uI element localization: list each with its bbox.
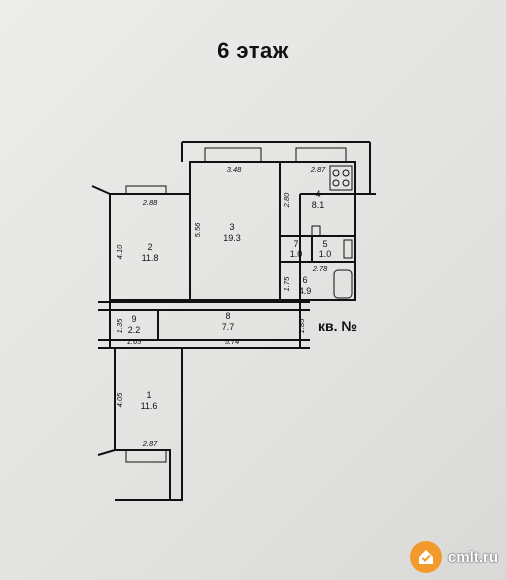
- dim-room4-width: 2.87: [310, 165, 326, 174]
- watermark: cmlt.ru: [409, 540, 498, 574]
- wall-stub-left-top: [91, 185, 111, 195]
- stove-burner-icon: [342, 169, 350, 177]
- room-2-area: 11.8: [142, 253, 159, 263]
- wall-top: [110, 161, 376, 195]
- wall-outline-upper: [109, 194, 301, 301]
- dim-room9-length: 1.35: [115, 318, 124, 333]
- room-9-number: 9: [131, 314, 136, 324]
- dim-room2-length: 4.10: [115, 244, 124, 259]
- room-5-number: 5: [322, 239, 327, 249]
- stove-icon: [329, 165, 353, 191]
- room-3-number: 3: [229, 222, 234, 232]
- window-room-4: [295, 147, 347, 163]
- room-4-area: 8.1: [312, 200, 325, 210]
- room-7-number: 7: [293, 239, 298, 249]
- window-room-3: [204, 147, 262, 163]
- room-7-area: 1.0: [290, 249, 303, 259]
- toilet-icon: [343, 239, 353, 259]
- wall-stub-left-bottom: [97, 449, 116, 456]
- floor-title: 6 этаж: [217, 38, 289, 63]
- room-labels: 2 11.8 3 19.3 4 8.1 5 1.0 6 4.9 7 1.0 8 …: [128, 189, 332, 411]
- dim-room3-length: 5.56: [193, 222, 202, 237]
- house-check-icon: [409, 541, 442, 573]
- watermark-text: cmlt.ru: [447, 548, 498, 566]
- room-8-number: 8: [225, 311, 230, 321]
- dim-room1-width: 2.87: [142, 439, 158, 448]
- shower-tray-icon: [333, 269, 353, 299]
- stove-burner-icon: [342, 179, 350, 187]
- room-6-number: 6: [302, 275, 307, 285]
- dim-corridor-width: 5.74: [225, 337, 240, 346]
- room-6-area: 4.9: [299, 286, 312, 296]
- room-1-number: 1: [146, 390, 151, 400]
- dim-bath-length: 1.75: [282, 276, 291, 291]
- room-5-area: 1.0: [319, 249, 332, 259]
- plan-fixtures: [311, 165, 353, 299]
- sink-icon: [311, 225, 321, 237]
- room-8-area: 7.7: [222, 322, 235, 332]
- dim-bath-width: 2.78: [312, 264, 328, 273]
- dim-room4-length: 2.80: [282, 192, 291, 208]
- room-9-area: 2.2: [128, 325, 141, 335]
- apartment-number-label: кв. №: [318, 318, 357, 334]
- dim-room2-width: 2.88: [142, 198, 158, 207]
- wall-lower-room: [114, 348, 183, 501]
- room-4-number: 4: [315, 189, 320, 199]
- stove-burner-icon: [332, 169, 340, 177]
- room-3-area: 19.3: [223, 233, 241, 243]
- plan-windows: [125, 147, 347, 463]
- room-2-number: 2: [147, 242, 152, 252]
- stove-burner-icon: [332, 179, 340, 187]
- dim-room1-length: 4.05: [115, 392, 124, 407]
- wall-right-upper: [300, 193, 356, 301]
- dim-room3-width: 3.48: [227, 165, 242, 174]
- dim-room9-width: 1.65: [127, 337, 142, 346]
- window-room-1: [125, 449, 167, 463]
- window-room-2: [125, 185, 167, 195]
- dim-corridor-length: 1.85: [297, 318, 306, 333]
- dimension-labels: 3.48 2.87 2.88 4.10 5.56 2.80 2.78 1.75 …: [115, 165, 328, 448]
- room-1-area: 11.6: [141, 401, 158, 411]
